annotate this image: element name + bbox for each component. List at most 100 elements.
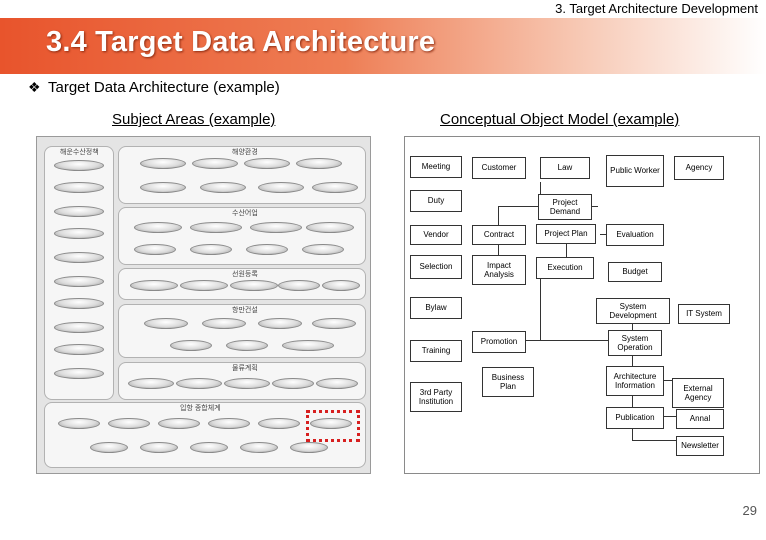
box-project-plan: Project Plan bbox=[536, 224, 596, 244]
box-newsletter: Newsletter bbox=[676, 436, 724, 456]
subject-pill bbox=[226, 340, 268, 351]
subject-pill bbox=[128, 378, 174, 389]
region-title: 해운수산정책 bbox=[60, 149, 99, 156]
subject-pill bbox=[108, 418, 150, 429]
subject-pill bbox=[278, 280, 320, 291]
connector bbox=[664, 380, 678, 381]
box-business-plan: Business Plan bbox=[482, 367, 534, 397]
subject-pill bbox=[54, 206, 104, 217]
box-it-system: IT System bbox=[678, 304, 730, 324]
subject-pill bbox=[90, 442, 128, 453]
subject-pill bbox=[202, 318, 246, 329]
subject-pill bbox=[140, 158, 186, 169]
subject-pill bbox=[282, 340, 334, 351]
connector bbox=[632, 428, 633, 440]
subject-pill bbox=[246, 244, 288, 255]
subject-pill bbox=[200, 182, 246, 193]
region-title: 항만건설 bbox=[232, 307, 258, 314]
subject-pill bbox=[302, 244, 344, 255]
subject-pill bbox=[54, 182, 104, 193]
box-selection: Selection bbox=[410, 255, 462, 279]
box-vendor: Vendor bbox=[410, 225, 462, 245]
subject-pill bbox=[190, 222, 242, 233]
subject-pill bbox=[244, 158, 290, 169]
connector bbox=[632, 392, 633, 408]
box-bylaw: Bylaw bbox=[410, 297, 462, 319]
box-evaluation: Evaluation bbox=[606, 224, 664, 246]
subject-pill bbox=[54, 276, 104, 287]
connector bbox=[632, 318, 633, 340]
subject-pill bbox=[54, 298, 104, 309]
box-contract: Contract bbox=[472, 225, 526, 245]
subject-pill bbox=[312, 318, 356, 329]
subject-pill bbox=[258, 182, 304, 193]
subject-pill bbox=[54, 228, 104, 239]
subject-pill bbox=[140, 182, 186, 193]
connector bbox=[632, 352, 633, 366]
page-title: 3.4 Target Data Architecture bbox=[46, 26, 436, 58]
subject-pill bbox=[272, 378, 314, 389]
subject-pill bbox=[134, 244, 176, 255]
box-meeting: Meeting bbox=[410, 156, 462, 178]
subject-pill bbox=[224, 378, 270, 389]
subject-pill bbox=[250, 222, 302, 233]
box-architecture-information: Architecture Information bbox=[606, 366, 664, 396]
subject-pill bbox=[144, 318, 188, 329]
region-title: 물류계획 bbox=[232, 365, 258, 372]
box-system-development: System Development bbox=[596, 298, 670, 324]
subject-pill bbox=[258, 418, 300, 429]
title-banner bbox=[0, 18, 766, 74]
subject-pill bbox=[306, 222, 354, 233]
subject-pill bbox=[54, 344, 104, 355]
region-fisheries bbox=[118, 207, 366, 265]
region-title: 수산어업 bbox=[232, 210, 258, 217]
subject-pill bbox=[130, 280, 178, 291]
box-impact-analysis: Impact Analysis bbox=[472, 255, 526, 285]
bullet-text: Target Data Architecture (example) bbox=[48, 79, 280, 96]
subject-pill bbox=[54, 322, 104, 333]
subject-pill bbox=[208, 418, 250, 429]
subject-pill bbox=[310, 418, 352, 429]
connector bbox=[540, 340, 632, 341]
subject-pill bbox=[190, 442, 228, 453]
box-execution: Execution bbox=[536, 257, 594, 279]
subject-pill bbox=[240, 442, 278, 453]
region-environment bbox=[118, 146, 366, 204]
highlight-box bbox=[306, 410, 360, 442]
region-title: 선원등록 bbox=[232, 271, 258, 278]
subject-pill bbox=[54, 368, 104, 379]
subject-pill bbox=[54, 252, 104, 263]
region-title: 입항 종합체계 bbox=[180, 405, 221, 412]
subject-pill bbox=[58, 418, 100, 429]
box-duty: Duty bbox=[410, 190, 462, 212]
subject-pill bbox=[316, 378, 358, 389]
box-agency: Agency bbox=[674, 156, 724, 180]
subject-pill bbox=[312, 182, 358, 193]
box-public-worker: Public Worker bbox=[606, 155, 664, 187]
box-budget: Budget bbox=[608, 262, 662, 282]
box-customer: Customer bbox=[472, 157, 526, 179]
region-title: 해양환경 bbox=[232, 149, 258, 156]
subject-pill bbox=[170, 340, 212, 351]
connector bbox=[540, 272, 541, 340]
subject-pill bbox=[296, 158, 342, 169]
connector bbox=[664, 416, 676, 417]
subject-pill bbox=[230, 280, 278, 291]
subject-pill bbox=[140, 442, 178, 453]
page-number: 29 bbox=[742, 503, 757, 518]
subject-pill bbox=[192, 158, 238, 169]
object-model-heading: Conceptual Object Model (example) bbox=[440, 111, 680, 128]
subject-pill bbox=[258, 318, 302, 329]
subject-pill bbox=[158, 418, 200, 429]
subject-areas-heading: Subject Areas (example) bbox=[112, 111, 276, 128]
subject-pill bbox=[54, 160, 104, 171]
connector bbox=[632, 440, 676, 441]
box-law: Law bbox=[540, 157, 590, 179]
box-external-agency: External Agency bbox=[672, 378, 724, 408]
box-system-operation: System Operation bbox=[608, 330, 662, 356]
region-entry bbox=[44, 402, 366, 468]
subject-pill bbox=[180, 280, 228, 291]
section-label: 3. Target Architecture Development bbox=[555, 1, 758, 16]
subject-pill bbox=[322, 280, 360, 291]
box-training: Training bbox=[410, 340, 462, 362]
